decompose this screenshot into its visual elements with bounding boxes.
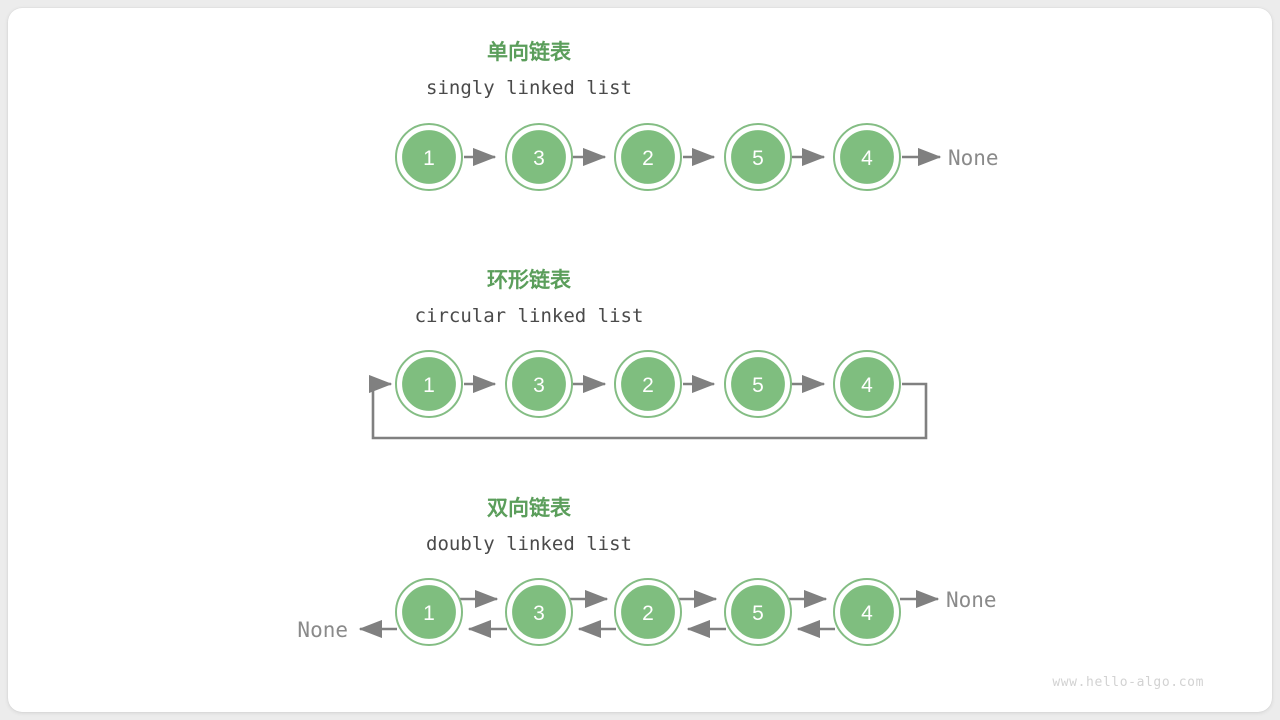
node-value: 1 (423, 602, 435, 625)
section-title-cn: 环形链表 (487, 268, 572, 292)
node-value: 4 (861, 374, 873, 397)
node-circle (399, 127, 459, 187)
section-circular: 环形链表 circular linked list 1 3 (368, 268, 928, 440)
node-value: 2 (642, 602, 654, 625)
node-value: 4 (861, 602, 873, 625)
node-3: 2 (614, 578, 682, 646)
node-1: 1 (395, 578, 463, 646)
section-title-en: singly linked list (426, 77, 632, 99)
node-circle (837, 127, 897, 187)
node-circle (618, 127, 678, 187)
node-value: 5 (752, 147, 764, 170)
node-value: 3 (533, 374, 545, 397)
node-circle (728, 127, 788, 187)
head-none-label: None (297, 618, 348, 642)
node-1: 1 (395, 350, 463, 418)
diagram-canvas: 单向链表 singly linked list 1 3 (8, 8, 1272, 712)
node-circle (399, 582, 459, 642)
node-1: 1 (395, 123, 463, 191)
node-circle (837, 582, 897, 642)
node-circle (728, 354, 788, 414)
node-4: 5 (724, 578, 792, 646)
linked-list-diagram: 单向链表 singly linked list 1 3 (297, 40, 1204, 690)
node-circle (509, 127, 569, 187)
node-value: 5 (752, 374, 764, 397)
node-3: 2 (614, 123, 682, 191)
node-value: 3 (533, 602, 545, 625)
section-title-cn: 单向链表 (487, 40, 572, 64)
node-circle (399, 354, 459, 414)
node-value: 2 (642, 147, 654, 170)
node-circle (728, 582, 788, 642)
node-2: 3 (505, 123, 573, 191)
node-circle (837, 354, 897, 414)
node-value: 2 (642, 374, 654, 397)
node-circle (509, 582, 569, 642)
node-5: 4 (833, 350, 901, 418)
node-value: 3 (533, 147, 545, 170)
node-4: 5 (724, 123, 792, 191)
node-value: 1 (423, 147, 435, 170)
node-value: 5 (752, 602, 764, 625)
edges-circular (368, 374, 928, 440)
node-3: 2 (614, 350, 682, 418)
section-title-cn: 双向链表 (487, 496, 572, 520)
node-5: 4 (833, 123, 901, 191)
node-circle (618, 354, 678, 414)
section-singly: 单向链表 singly linked list 1 3 (395, 40, 999, 191)
section-doubly: 双向链表 doubly linked list 1 (297, 496, 997, 646)
section-title-en: circular linked list (415, 305, 644, 327)
tail-none-label: None (946, 588, 997, 612)
watermark: www.hello-algo.com (1052, 675, 1204, 690)
tail-none-label: None (948, 146, 999, 170)
node-value: 4 (861, 147, 873, 170)
edge-loop-back (368, 374, 928, 440)
node-5: 4 (833, 578, 901, 646)
node-4: 5 (724, 350, 792, 418)
node-value: 1 (423, 374, 435, 397)
node-circle (509, 354, 569, 414)
node-2: 3 (505, 578, 573, 646)
node-circle (618, 582, 678, 642)
section-title-en: doubly linked list (426, 533, 632, 555)
node-2: 3 (505, 350, 573, 418)
